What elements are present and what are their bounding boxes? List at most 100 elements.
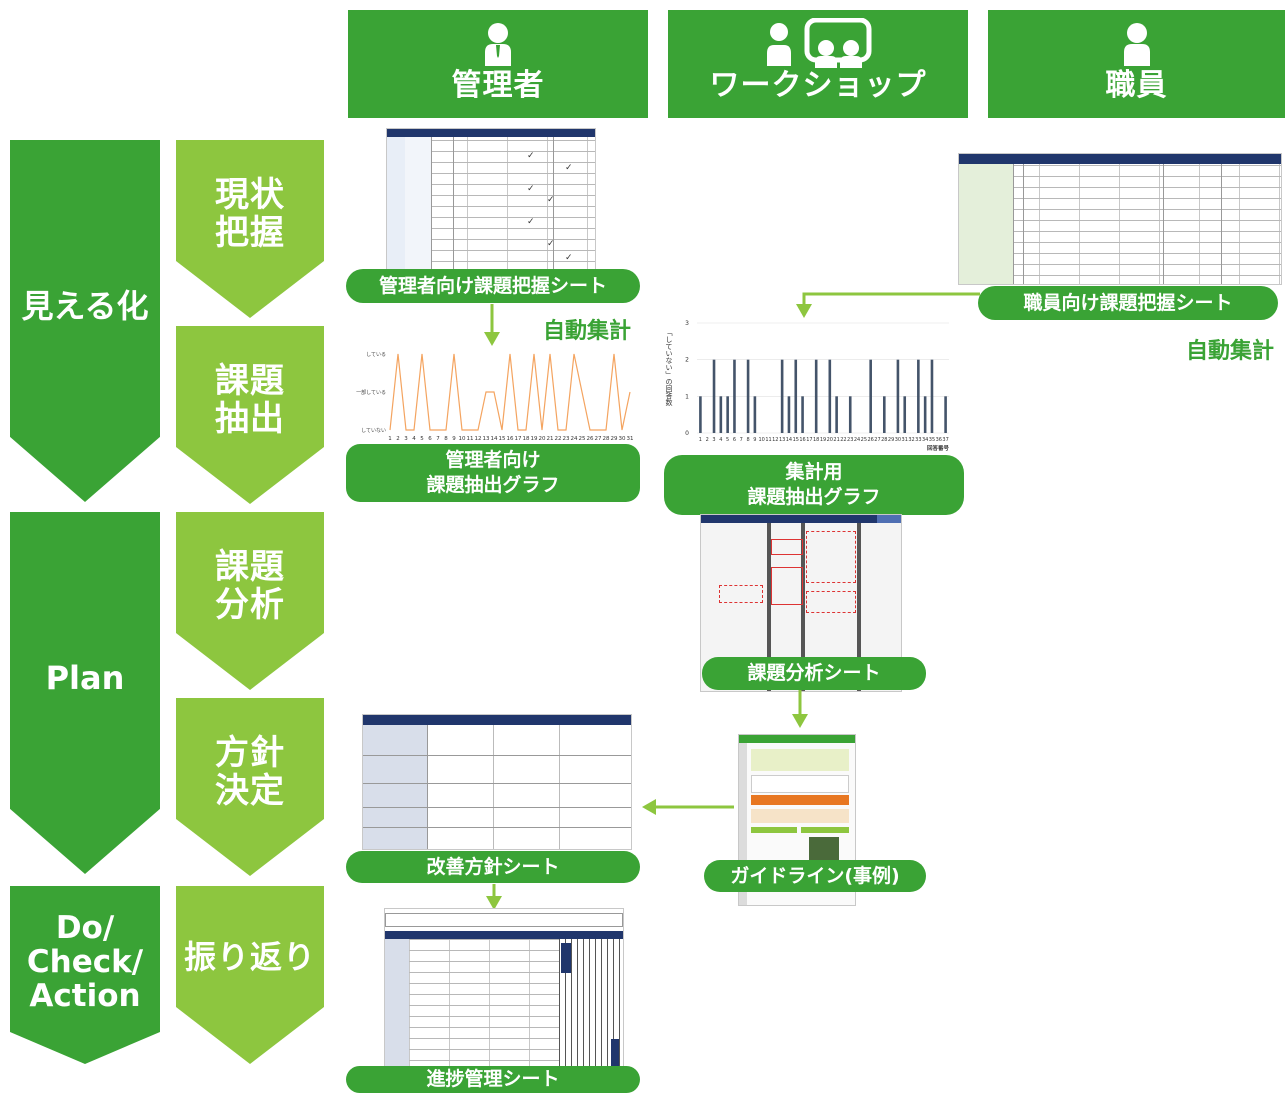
arrow-left-icon <box>642 799 734 815</box>
x-tick-label: 22 <box>555 436 562 442</box>
x-tick-label: 22 <box>840 437 846 443</box>
step-label: 現状 把握 <box>215 174 285 253</box>
x-tick-label: 31 <box>902 437 908 443</box>
x-tick-label: 29 <box>888 437 894 443</box>
x-tick-label: 27 <box>874 437 880 443</box>
phase-plan: Plan <box>10 512 160 874</box>
column-label-staff: 職員 <box>1105 68 1168 103</box>
bar <box>828 359 832 433</box>
progress-sheet-thumbnail <box>384 908 624 1078</box>
x-tick-label: 3 <box>404 436 408 442</box>
bar <box>753 396 757 433</box>
person-icon <box>485 23 511 66</box>
bar <box>726 396 729 433</box>
phase-label: Plan <box>45 658 125 697</box>
y-tick-label: している <box>366 352 386 358</box>
bar <box>903 396 907 433</box>
arrow-down-icon <box>486 884 502 910</box>
bar <box>719 396 723 433</box>
guideline-thumbnail <box>738 734 856 906</box>
bar <box>780 359 784 433</box>
policy-sheet-thumbnail <box>362 714 632 850</box>
x-tick-label: 7 <box>436 436 440 442</box>
x-tick-label: 13 <box>483 436 490 442</box>
step-label: 課題 分析 <box>215 546 285 625</box>
x-tick-label: 19 <box>531 436 538 442</box>
bar <box>712 359 716 433</box>
x-tick-label: 11 <box>765 437 771 443</box>
group-discussion-icon <box>767 18 872 68</box>
x-tick-label: 23 <box>563 436 570 442</box>
auto-total-label: 自動集計 <box>543 319 632 344</box>
manager-graph-label: 管理者向け 課題抽出グラフ <box>346 444 640 502</box>
x-tick-label: 24 <box>854 437 860 443</box>
x-tick-label: 21 <box>833 437 839 443</box>
x-tick-label: 35 <box>929 437 935 443</box>
x-tick-label: 20 <box>539 436 546 442</box>
x-tick-label: 18 <box>523 436 530 442</box>
y-tick-label: していない <box>361 427 386 434</box>
step-policy: 方針 決定 <box>176 698 324 876</box>
x-tick-label: 8 <box>746 437 749 443</box>
total-graph-label: 集計用 課題抽出グラフ <box>664 455 964 515</box>
x-tick-label: 13 <box>779 437 785 443</box>
x-tick-label: 25 <box>579 436 586 442</box>
bar <box>835 396 838 433</box>
bar <box>944 396 947 433</box>
step-analyze: 課題 分析 <box>176 512 324 690</box>
column-header-workshop: ワークショップ <box>668 10 968 118</box>
column-header-manager: 管理者 <box>348 10 648 118</box>
bar <box>896 359 900 433</box>
staff-sheet-label: 職員向け課題把握シート <box>978 286 1278 320</box>
bar <box>930 359 934 433</box>
x-tick-label: 15 <box>793 437 799 443</box>
x-tick-label: 3 <box>712 437 715 443</box>
x-tick-label: 16 <box>507 436 514 442</box>
x-tick-label: 20 <box>827 437 833 443</box>
column-label-workshop: ワークショップ <box>709 68 927 103</box>
step-extract: 課題 抽出 <box>176 326 324 504</box>
bar <box>923 396 927 433</box>
x-tick-label: 6 <box>733 437 736 443</box>
x-tick-label: 6 <box>428 436 432 442</box>
x-tick-label: 31 <box>627 436 634 442</box>
x-tick-label: 29 <box>611 436 618 442</box>
y-tick-label: 3 <box>685 320 689 327</box>
x-tick-label: 2 <box>706 437 709 443</box>
x-tick-label: 1 <box>699 437 702 443</box>
x-tick-label: 4 <box>412 436 416 442</box>
x-tick-label: 1 <box>388 436 392 442</box>
bar <box>787 396 791 433</box>
x-tick-label: 4 <box>719 437 722 443</box>
x-tick-label: 8 <box>444 436 448 442</box>
x-tick-label: 10 <box>759 437 765 443</box>
x-tick-label: 12 <box>475 436 482 442</box>
bar <box>733 359 736 433</box>
x-tick-label: 14 <box>786 437 792 443</box>
x-tick-label: 7 <box>740 437 743 443</box>
x-tick-label: 15 <box>499 436 506 442</box>
x-tick-label: 28 <box>881 437 887 443</box>
column-label-manager: 管理者 <box>451 68 545 103</box>
x-tick-label: 32 <box>908 437 914 443</box>
bar <box>801 396 804 433</box>
arrow-elbow-icon <box>796 292 980 318</box>
x-tick-label: 25 <box>861 437 867 443</box>
analysis-sheet-label: 課題分析シート <box>702 657 926 690</box>
person-icon <box>1123 23 1150 66</box>
x-tick-label: 24 <box>571 436 578 442</box>
x-tick-label: 33 <box>915 437 921 443</box>
phase-do-check-action: Do/ Check/ Action <box>10 886 160 1064</box>
bar <box>814 359 818 433</box>
series-line <box>389 353 631 431</box>
guideline-label: ガイドライン(事例) <box>704 860 926 892</box>
y-axis-label: 「していない」の回答数 <box>665 329 673 407</box>
x-tick-label: 16 <box>799 437 805 443</box>
x-tick-label: 37 <box>942 437 948 443</box>
bar <box>746 359 750 433</box>
x-tick-label: 21 <box>547 436 554 442</box>
arrow-down-icon <box>792 690 808 728</box>
arrow-down-icon <box>484 304 500 346</box>
y-tick-label: 0 <box>685 430 689 437</box>
x-tick-label: 11 <box>467 436 474 442</box>
